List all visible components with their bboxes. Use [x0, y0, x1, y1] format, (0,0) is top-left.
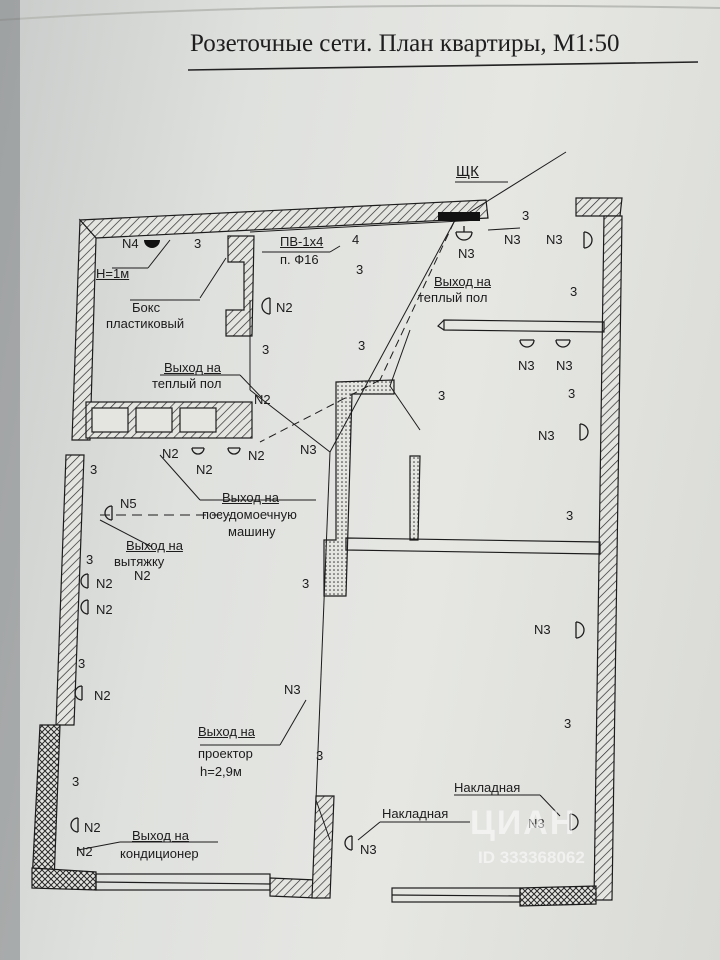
panel-label: ЩК	[456, 163, 479, 180]
height-label: Н=1м	[96, 266, 130, 281]
page-title: Розеточные сети. План квартиры, М1:50	[190, 30, 620, 57]
mark-n2-kitchen-1: N2	[162, 446, 179, 461]
dishwasher-label-3: машину	[228, 524, 276, 539]
overlay-label-right: Накладная	[454, 780, 521, 795]
mark-n5: N5	[120, 496, 137, 511]
mark-n2-vent: N2	[254, 392, 271, 407]
electrical-panel	[438, 212, 480, 221]
box-label-2: пластиковый	[106, 316, 185, 331]
dishwasher-label-1: Выход на	[222, 490, 279, 505]
mark-n3-top-2: N3	[546, 232, 563, 247]
count-3-a: 3	[194, 236, 202, 251]
page-shadow-left	[0, 0, 20, 960]
projector-label-3: h=2,9м	[200, 764, 242, 779]
watermark-id: ID 333368062	[478, 848, 585, 867]
cable-label: ПВ-1х4	[280, 234, 324, 249]
socket-symbols	[70, 226, 593, 851]
overlay-label-bottom: Накладная	[382, 806, 449, 821]
projector-label-1: Выход на	[198, 724, 255, 739]
count-3-j: 3	[566, 508, 574, 523]
count-3-h: 3	[438, 388, 446, 403]
mark-n2-kitchen-2: N2	[196, 462, 213, 477]
box-label-1: Бокс	[132, 300, 161, 315]
n4-socket	[144, 240, 160, 248]
mark-n4: N4	[122, 236, 139, 251]
count-3-i: 3	[90, 462, 98, 477]
hood-label-1: Выход на	[126, 538, 183, 553]
count-3-f: 3	[358, 338, 366, 353]
pipe-label: п. Ф16	[280, 252, 319, 267]
watermark-logo: ЦИАН	[470, 804, 577, 842]
hood-label-2: вытяжку	[114, 554, 165, 569]
mark-n3-room-5: N3	[528, 816, 545, 831]
mark-n2-hood: N2	[134, 568, 151, 583]
count-3-b: 3	[356, 262, 364, 277]
warm-floor-bath-label-1: Выход на	[164, 360, 221, 375]
count-3-l: 3	[302, 576, 310, 591]
page-edge-top	[0, 4, 720, 21]
count-3-c: 3	[522, 208, 530, 223]
count-3-d: 3	[570, 284, 578, 299]
mark-n2-left-1: N2	[96, 576, 113, 591]
cable-lines	[77, 151, 567, 851]
count-4: 4	[352, 232, 360, 247]
mark-n2-left-2: N2	[96, 602, 113, 617]
mark-n3-projector: N3	[284, 682, 301, 697]
mark-n3-room-1: N3	[518, 358, 535, 373]
mark-n3-room-3: N3	[538, 428, 555, 443]
dishwasher-label-2: посудомоечную	[202, 507, 297, 522]
mark-n2-ac: N2	[76, 844, 93, 859]
warm-floor-label-1: Выход на	[434, 274, 491, 289]
mark-n2-left-3: N2	[94, 688, 111, 703]
mark-n3-room-2: N3	[556, 358, 573, 373]
mark-n3-bottom: N3	[360, 842, 377, 857]
count-3-k: 3	[86, 552, 94, 567]
mark-n3-top-1: N3	[504, 232, 521, 247]
mark-n3-room-4: N3	[534, 622, 551, 637]
ac-label-1: Выход на	[132, 828, 189, 843]
count-3-p: 3	[72, 774, 80, 789]
ac-label-2: кондиционер	[120, 846, 199, 861]
mark-n2-bath: N2	[276, 300, 293, 315]
warm-floor-bath-label-2: теплый пол	[152, 376, 222, 391]
inner-walls	[85, 235, 605, 899]
mark-n3-corridor: N3	[300, 442, 317, 457]
title-underline	[187, 61, 699, 71]
projector-label-2: проектор	[198, 746, 253, 761]
mark-n2-kitchen-3: N2	[248, 448, 265, 463]
count-3-m: 3	[78, 656, 86, 671]
count-3-e: 3	[262, 342, 270, 357]
mark-n3-panel: N3	[458, 246, 475, 261]
count-3-o: 3	[316, 748, 324, 763]
outer-walls	[31, 197, 623, 907]
count-3-g: 3	[568, 386, 576, 401]
mark-n2-left-4: N2	[84, 820, 101, 835]
warm-floor-label-2: теплый пол	[418, 290, 488, 305]
count-3-n: 3	[564, 716, 572, 731]
